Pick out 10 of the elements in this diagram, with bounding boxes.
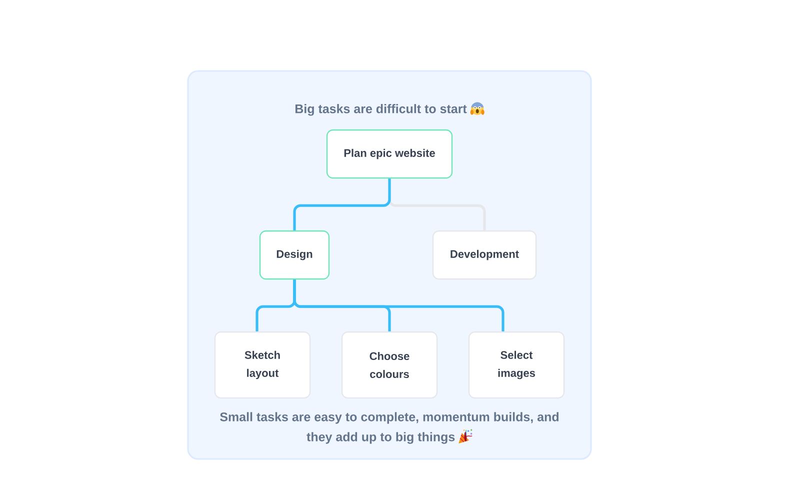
task-box: Design [259, 230, 330, 280]
task-box: Sketch layout [214, 331, 311, 399]
caption-text: Small tasks are easy to complete, momentum builds, and they add up to big things [220, 412, 558, 444]
heading: Big tasks are difficult to start [295, 102, 484, 116]
task-box: Development [432, 230, 537, 280]
task-box: Choose colours [341, 331, 438, 399]
task-box: Select images [468, 331, 565, 399]
connector-line [293, 178, 391, 230]
connector-line [293, 280, 504, 332]
task-box: Plan epic website [326, 129, 453, 179]
